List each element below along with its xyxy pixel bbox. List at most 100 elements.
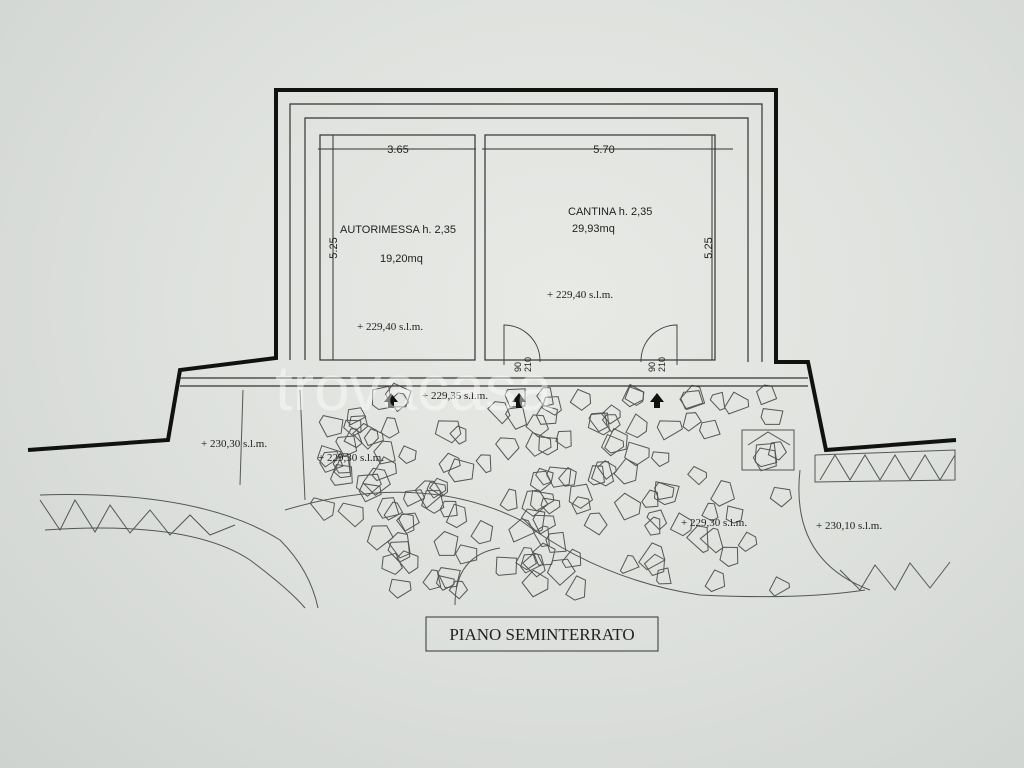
stone [682, 412, 703, 432]
stone [646, 509, 668, 531]
stone [362, 467, 391, 496]
stone [437, 567, 461, 589]
stone [669, 512, 693, 537]
landscape-lines [39, 389, 956, 609]
stone [363, 428, 384, 447]
stone [752, 447, 777, 472]
dim-garage-depth: 5.25 [328, 237, 340, 258]
stone [335, 435, 358, 457]
stone [343, 428, 363, 449]
cantina-level: + 229,40 s.l.m. [547, 289, 613, 301]
stone [351, 422, 379, 450]
stone [309, 497, 336, 522]
stone [448, 580, 469, 600]
stone [504, 388, 526, 408]
stone [568, 483, 594, 509]
stone [601, 404, 621, 425]
dimension-lines [318, 135, 733, 360]
stone [520, 553, 544, 574]
plan-title: PIANO SEMINTERRATO [449, 625, 634, 644]
stone [613, 492, 642, 521]
dim-cantina-width: 5.70 [593, 144, 614, 156]
stone [529, 470, 552, 493]
cantina-name: CANTINA h. 2,35 [568, 206, 652, 218]
stone [651, 451, 670, 468]
stone [613, 457, 639, 485]
stone [541, 396, 562, 416]
cantina-area: 29,93mq [572, 223, 615, 235]
stone [625, 413, 648, 439]
stone [521, 552, 546, 578]
title-box [425, 616, 659, 652]
stone [318, 415, 344, 438]
garage-area: 19,20mq [380, 253, 423, 265]
stone [445, 503, 468, 529]
wall-layers [180, 103, 808, 387]
stone [434, 420, 462, 444]
stone [621, 383, 644, 408]
stone [638, 542, 666, 571]
stone [447, 458, 475, 483]
door-1-width: 90 [513, 362, 523, 372]
stone [535, 467, 554, 486]
stone [704, 569, 726, 593]
stone [571, 496, 591, 515]
garage-name: AUTORIMESSA h. 2,35 [340, 224, 456, 236]
stone [333, 455, 352, 479]
stone [532, 514, 556, 535]
stone [701, 502, 719, 522]
stone [371, 385, 392, 411]
stone [768, 576, 791, 597]
stone [583, 512, 608, 536]
stone [529, 490, 555, 512]
stone [495, 437, 520, 461]
stone [561, 548, 582, 569]
entrance-arrow-icons [384, 393, 664, 408]
stone [558, 466, 577, 487]
stone [641, 489, 659, 508]
stone [388, 578, 412, 599]
outer-wall [27, 88, 957, 453]
stone [587, 465, 605, 486]
stone [366, 525, 394, 551]
stone [439, 500, 458, 518]
stone [687, 465, 708, 486]
stone [653, 481, 680, 506]
stone [565, 575, 587, 601]
stone [679, 384, 706, 411]
stone [525, 431, 552, 457]
stone [710, 480, 735, 507]
stone [760, 408, 784, 425]
stone [414, 480, 444, 509]
stone [600, 433, 625, 457]
door-2-height: 210 [657, 357, 667, 372]
door-2-width: 90 [647, 362, 657, 372]
left-terrain-level: + 230,30 s.l.m. [201, 438, 267, 450]
stone [337, 502, 364, 528]
stone [438, 452, 461, 474]
stone [421, 490, 445, 514]
stone [769, 486, 793, 508]
stone [656, 420, 683, 441]
stone [604, 427, 628, 454]
stone [685, 525, 709, 554]
stone [724, 391, 750, 415]
stone [508, 518, 535, 543]
stone [433, 530, 459, 556]
stone [499, 488, 518, 512]
stone [373, 440, 396, 465]
stone [371, 456, 397, 482]
stone [470, 519, 494, 545]
stone [725, 505, 744, 524]
stone [644, 516, 661, 536]
watermark-logo: trovacasa [275, 352, 553, 424]
stone [588, 412, 609, 433]
stone [756, 384, 778, 406]
stone [435, 575, 455, 591]
stone [316, 445, 342, 468]
stone [520, 508, 546, 533]
stone [449, 425, 467, 445]
right-terrain-level: + 230,10 s.l.m. [816, 520, 882, 532]
stone [555, 430, 572, 449]
stone [380, 417, 400, 439]
